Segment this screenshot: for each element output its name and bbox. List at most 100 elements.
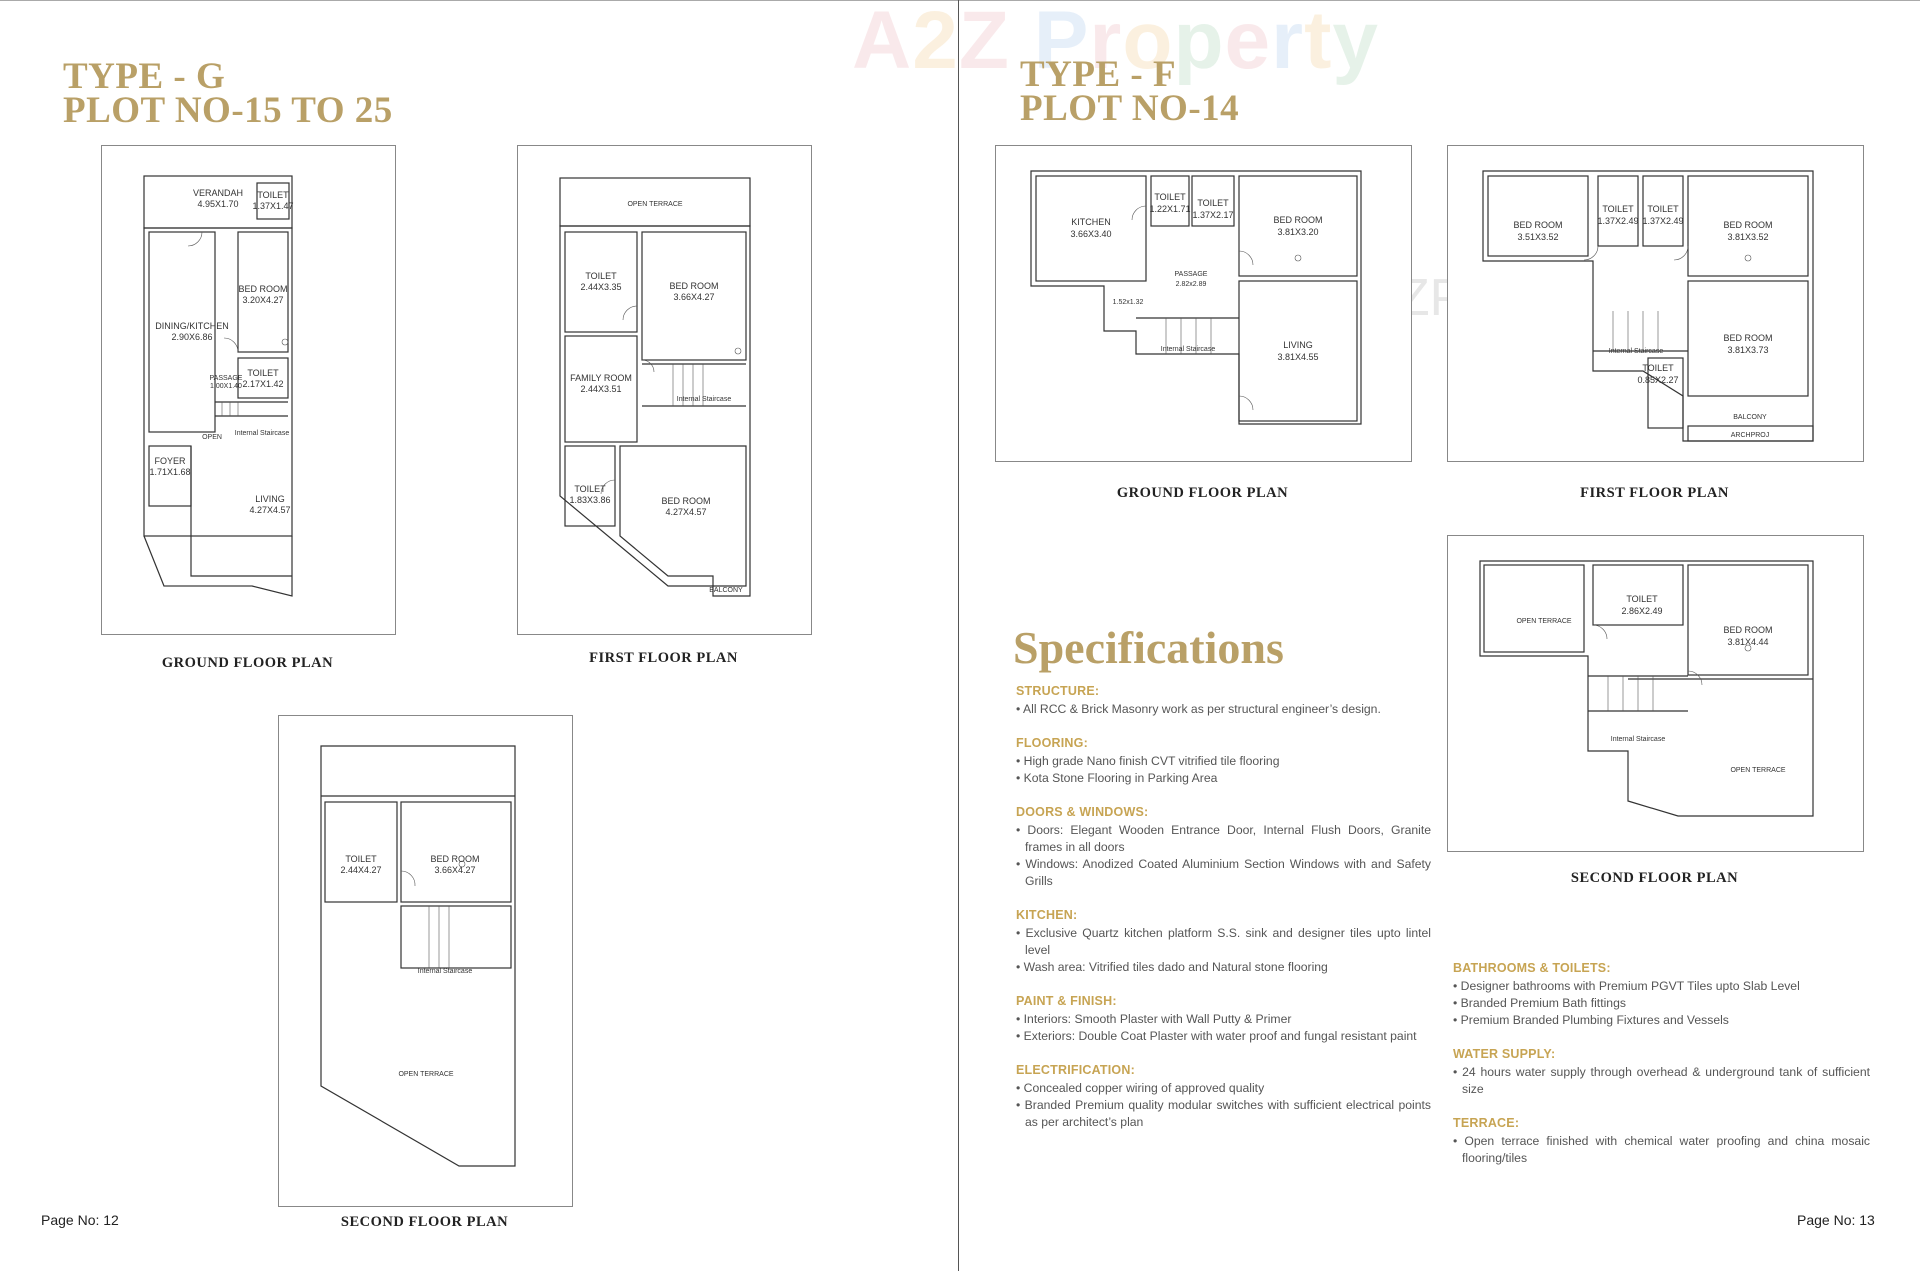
right-type-title: TYPE - F PLOT NO-14: [1020, 54, 1240, 129]
room-label: Internal Staircase: [1611, 736, 1666, 743]
room-label: PASSAGE: [210, 375, 243, 382]
spec-bullet: • Open terrace finished with chemical wa…: [1453, 1134, 1870, 1165]
room-label: OPEN TERRACE: [1730, 767, 1785, 774]
right-second-floor-plan: OPEN TERRACE TOILET 2.86X2.49 Internal S…: [1447, 535, 1864, 852]
watermark-letter: y: [1332, 0, 1379, 86]
spec-section-title: KITCHEN:: [1016, 908, 1078, 922]
room-size: 3.81X4.55: [1277, 352, 1318, 362]
right-ground-floor-plan: KITCHEN 3.66X3.40 TOILET 1.22X1.71 TOILE…: [995, 145, 1412, 462]
room-label: LIVING: [255, 494, 285, 504]
room-size: 2.44X4.27: [340, 865, 381, 875]
room-label: OPEN TERRACE: [1516, 618, 1571, 625]
spec-bullet: • Interiors: Smooth Plaster with Wall Pu…: [1016, 1012, 1292, 1026]
spec-section-title: PAINT & FINISH:: [1016, 994, 1117, 1008]
room-size: 3.81X3.73: [1727, 345, 1768, 355]
room-label: BED ROOM: [661, 496, 710, 506]
room-label: BED ROOM: [1273, 215, 1322, 225]
spec-section-title: WATER SUPPLY:: [1453, 1047, 1556, 1061]
room-label: BED ROOM: [669, 281, 718, 291]
room-size: 1.83X3.86: [569, 495, 610, 505]
room-size: 0.85X2.27: [1637, 375, 1678, 385]
room-size: 3.66X3.40: [1070, 229, 1111, 239]
room-size: 2.82x2.89: [1176, 281, 1207, 288]
room-label: TOILET: [1647, 204, 1679, 214]
room-label: VERANDAH: [193, 188, 243, 198]
specs-left-column: STRUCTURE: • All RCC & Brick Masonry work…: [1016, 684, 1431, 1149]
room-label: TOILET: [574, 484, 606, 494]
room-size: 1.37X2.49: [1642, 216, 1683, 226]
right-title-line1: TYPE - F: [1020, 54, 1177, 95]
spec-section: ELECTRIFICATION:• Concealed copper wirin…: [1016, 1063, 1431, 1131]
room-label: DINING/KITCHEN: [155, 321, 229, 331]
watermark-letter: o: [1122, 0, 1174, 86]
left-ground-plan-drawing: VERANDAH 4.95X1.70 TOILET 1.37X1.47 BED …: [143, 175, 294, 597]
spec-bullet: • Designer bathrooms with Premium PGVT T…: [1453, 979, 1800, 993]
room-label: OPEN TERRACE: [398, 1071, 453, 1078]
room-size: 3.81X3.20: [1277, 227, 1318, 237]
watermark-letter: r: [1271, 0, 1305, 86]
room-label: TOILET: [257, 190, 289, 200]
spec-section-title: STRUCTURE:: [1016, 684, 1100, 698]
room-label: FAMILY ROOM: [570, 373, 632, 383]
room-label: BED ROOM: [238, 284, 287, 294]
spec-bullet: • High grade Nano finish CVT vitrified t…: [1016, 754, 1280, 768]
room-label: OPEN TERRACE: [627, 201, 682, 208]
room-size: 3.66X4.27: [434, 865, 475, 875]
left-second-floor-plan: TOILET 2.44X4.27 BED ROOM 3.66X4.27 Inte…: [278, 715, 573, 1207]
left-first-plan-label: FIRST FLOOR PLAN: [589, 650, 738, 666]
room-label: BED ROOM: [430, 854, 479, 864]
room-size: 3.66X4.27: [673, 292, 714, 302]
right-first-floor-plan: BED ROOM 3.51X3.52 TOILET 1.37X2.49 TOIL…: [1447, 145, 1864, 462]
watermark-letter: Z: [958, 0, 1010, 86]
page-spread-divider: [958, 0, 959, 1271]
spec-bullet: • Exteriors: Double Coat Plaster with wa…: [1016, 1029, 1417, 1043]
room-size: 1.37X2.17: [1192, 210, 1233, 220]
room-size: 1.37X2.49: [1597, 216, 1638, 226]
room-label: TOILET: [1642, 363, 1674, 373]
watermark-letter: P: [1033, 0, 1090, 86]
room-label: TOILET: [1197, 198, 1229, 208]
left-second-plan-drawing: TOILET 2.44X4.27 BED ROOM 3.66X4.27 Inte…: [320, 745, 516, 1167]
spec-section-title: TERRACE:: [1453, 1116, 1520, 1130]
room-label: OPEN: [202, 434, 222, 441]
room-label: TOILET: [1154, 192, 1186, 202]
room-size: 1.52x1.32: [1113, 299, 1144, 306]
spec-bullet: • Kota Stone Flooring in Parking Area: [1016, 771, 1218, 785]
room-label: BALCONY: [1733, 414, 1767, 421]
left-ground-floor-plan: VERANDAH 4.95X1.70 TOILET 1.37X1.47 BED …: [101, 145, 396, 635]
room-size: 1.37X1.47: [252, 201, 293, 211]
right-second-plan-drawing: OPEN TERRACE TOILET 2.86X2.49 Internal S…: [1479, 560, 1814, 817]
spec-bullet: • Branded Premium Bath fittings: [1453, 996, 1626, 1010]
room-label: TOILET: [1626, 594, 1658, 604]
watermark-letter: e: [1224, 0, 1272, 86]
room-label: Internal Staircase: [677, 396, 732, 403]
right-first-plan-drawing: BED ROOM 3.51X3.52 TOILET 1.37X2.49 TOIL…: [1482, 170, 1814, 442]
room-label: TOILET: [585, 271, 617, 281]
left-title-line1: TYPE - G: [63, 56, 226, 97]
watermark-letter: A: [852, 0, 913, 86]
room-label: LIVING: [1283, 340, 1313, 350]
left-page-number: Page No: 12: [41, 1212, 119, 1228]
right-first-plan-label: FIRST FLOOR PLAN: [1580, 485, 1729, 501]
room-size: 3.20X4.27: [242, 295, 283, 305]
room-label: BED ROOM: [1723, 625, 1772, 635]
room-size: 4.27X4.57: [249, 505, 290, 515]
right-title-line2: PLOT NO-14: [1020, 88, 1240, 129]
room-size: 3.81X4.44: [1727, 637, 1768, 647]
spec-section: WATER SUPPLY:• 24 hours water supply thr…: [1453, 1047, 1870, 1098]
room-label: BED ROOM: [1723, 220, 1772, 230]
right-ground-plan-label: GROUND FLOOR PLAN: [1116, 485, 1289, 501]
spec-bullet: • Concealed copper wiring of approved qu…: [1016, 1081, 1265, 1095]
spec-bullet: • Windows: Anodized Coated Aluminium Sec…: [1016, 857, 1431, 888]
room-size: 2.44X3.51: [580, 384, 621, 394]
left-ground-plan-label: GROUND FLOOR PLAN: [161, 655, 334, 671]
room-size: 2.90X6.86: [171, 332, 212, 342]
room-label: TOILET: [1602, 204, 1634, 214]
room-size: 3.51X3.52: [1517, 232, 1558, 242]
room-label: TOILET: [345, 854, 377, 864]
spec-bullet: • All RCC & Brick Masonry work as per st…: [1016, 702, 1381, 716]
watermark-letter: p: [1173, 0, 1225, 86]
room-size: 2.86X2.49: [1621, 606, 1662, 616]
spec-section-title: BATHROOMS & TOILETS:: [1453, 961, 1611, 975]
spec-section: FLOORING:• High grade Nano finish CVT vi…: [1016, 736, 1431, 787]
